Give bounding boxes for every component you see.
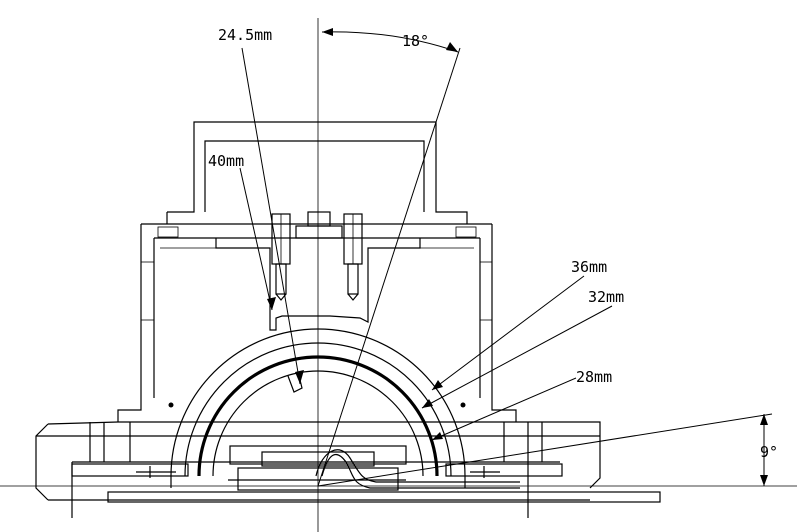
angle-label-18: 18° (402, 32, 429, 50)
base (35, 421, 661, 518)
dim-label-32mm: 32mm (588, 288, 624, 306)
side-walls (117, 224, 517, 422)
dim-label-40mm: 40mm (208, 152, 244, 170)
center-lines (0, 18, 797, 532)
bolts (271, 211, 363, 301)
angle-label-9: 9° (760, 443, 778, 461)
top-housing (141, 121, 492, 239)
inner-block (160, 238, 474, 331)
dimension-lines (239, 28, 773, 487)
dim-label-24-5mm: 24.5mm (218, 26, 272, 44)
dim-label-36mm: 36mm (571, 258, 607, 276)
core (136, 445, 520, 491)
dim-label-28mm: 28mm (576, 368, 612, 386)
